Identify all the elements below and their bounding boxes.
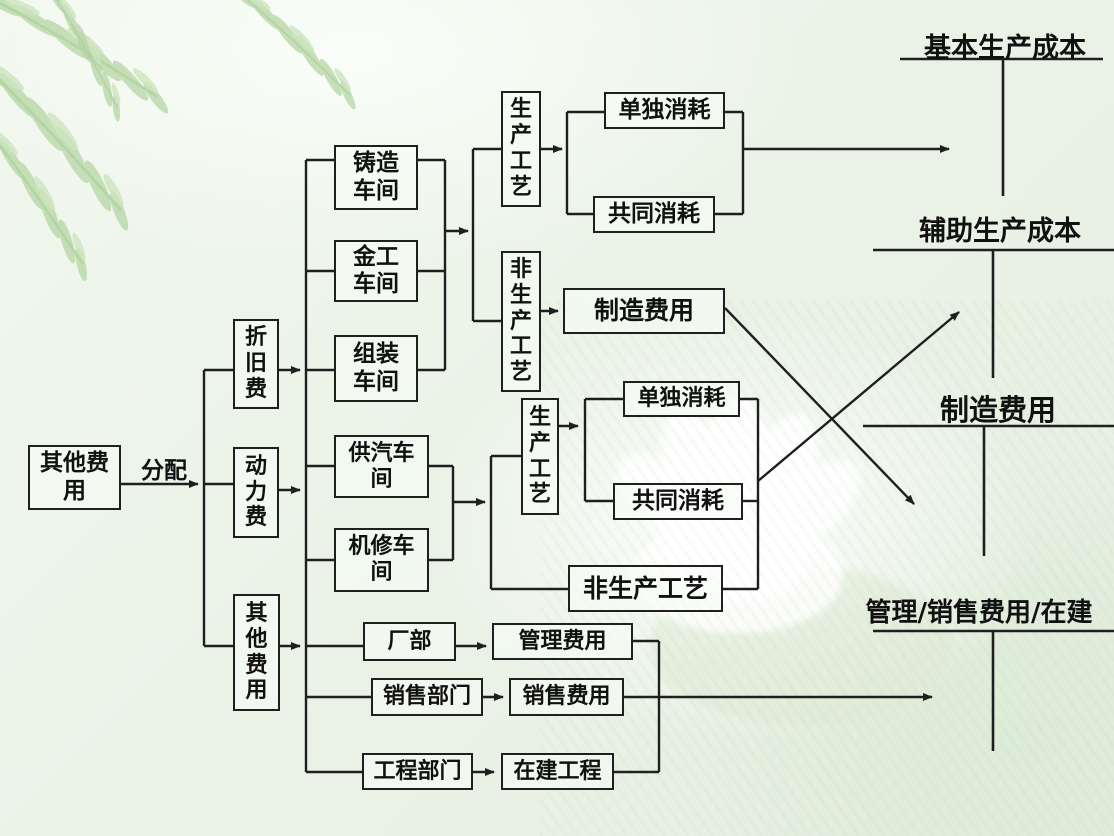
assembly-workshop-box: 组装 车间 — [334, 335, 418, 402]
sales-department-box: 销售部门 — [371, 678, 483, 716]
selling-expense-box: 销售费用 — [509, 678, 624, 716]
metalwork-workshop-box: 金工 车间 — [334, 240, 418, 302]
department-connectors — [456, 639, 933, 776]
other-expenses-category-box: 其 他 费 用 — [233, 594, 280, 711]
group2-connectors — [428, 454, 568, 591]
allocation-arrows — [120, 368, 233, 648]
depreciation-box: 折 旧 费 — [233, 319, 279, 409]
manufacturing-expense-box: 制造费用 — [563, 288, 725, 334]
admin-sales-construction-account-title: 管理/销售费用/在建 — [865, 598, 1093, 628]
production-process-2-box: 生 产 工 艺 — [521, 398, 559, 515]
factory-hq-box: 厂部 — [363, 622, 456, 661]
construction-in-progress-box: 在建工程 — [501, 753, 614, 790]
casting-workshop-box: 铸造 车间 — [334, 145, 418, 210]
production1-connectors — [540, 110, 950, 216]
nonproduction1-connectors — [540, 307, 915, 505]
group1-connectors — [417, 147, 501, 372]
source-other-expenses-box: 其他费用 — [28, 445, 121, 510]
production-process-1-box: 生 产 工 艺 — [501, 91, 541, 207]
separate-consumption-2-box: 单独消耗 — [623, 381, 740, 417]
machine-repair-workshop-box: 机修车 间 — [334, 528, 429, 592]
non-production-process-2-box: 非生产工艺 — [568, 565, 723, 612]
auxiliary-production-cost-account-title: 辅助生产成本 — [919, 216, 1081, 247]
allocation-label: 分配 — [141, 458, 187, 484]
t-account-lines — [863, 57, 1114, 751]
engineering-department-box: 工程部门 — [362, 753, 473, 790]
steam-supply-workshop-box: 供汽车 间 — [334, 435, 429, 498]
separate-consumption-1-box: 单独消耗 — [604, 92, 725, 129]
admin-expense-box: 管理费用 — [492, 623, 633, 660]
common-consumption-2-box: 共同消耗 — [613, 483, 743, 520]
manufacturing-expense-account-title: 制造费用 — [939, 393, 1056, 427]
basic-production-cost-account-title: 基本生产成本 — [924, 33, 1086, 64]
power-cost-box: 动 力 费 — [233, 447, 279, 538]
common-consumption-1-box: 共同消耗 — [593, 196, 715, 233]
non-production-process-1-box: 非 生 产 工 艺 — [501, 251, 541, 392]
production2-connectors — [558, 311, 960, 591]
category-to-trunk-arrows — [279, 158, 371, 774]
